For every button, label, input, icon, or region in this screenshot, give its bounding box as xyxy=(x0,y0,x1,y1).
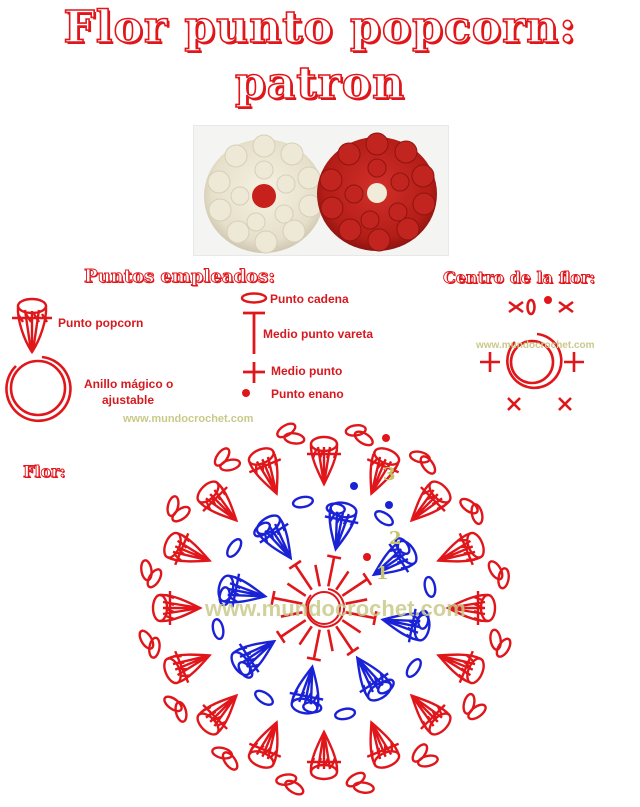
center-diagram xyxy=(480,298,584,411)
popcorn-stitch xyxy=(151,591,203,625)
chain-stitch xyxy=(411,743,429,763)
legend-label-chain: Punto cadena xyxy=(270,292,349,306)
chain-stitch xyxy=(166,495,180,518)
chain-stitch xyxy=(489,628,502,651)
round-label-1: 1 xyxy=(376,563,389,584)
chain-stitch xyxy=(254,689,274,706)
chain-stitch xyxy=(291,495,314,509)
popcorn-stitch xyxy=(163,531,212,566)
chain-stitch xyxy=(459,497,479,515)
popcorn-stitch xyxy=(289,664,324,715)
chain-stitch xyxy=(374,510,394,527)
flower-watermark: www.mundocrochet.com xyxy=(205,596,466,621)
popcorn-stitch xyxy=(307,435,341,487)
popcorn-stitch xyxy=(163,650,212,685)
chain-stitch xyxy=(462,692,476,715)
chain-stitch xyxy=(344,424,367,437)
chain-stitch xyxy=(275,773,298,786)
chain-stitch xyxy=(226,538,243,558)
page-title-line1: Flor punto popcorn: xyxy=(63,1,577,54)
legend-label-sc: Medio punto xyxy=(271,364,343,378)
round-label-2: 2 xyxy=(389,528,402,549)
flowers-photo xyxy=(193,125,449,256)
popcorn-stitch xyxy=(307,729,341,781)
popcorn-stitch xyxy=(436,531,485,566)
chain-stitch-icon xyxy=(240,292,268,304)
chain-stitch xyxy=(211,746,234,760)
popcorn-stitch xyxy=(324,501,359,552)
chain-stitch xyxy=(487,560,504,581)
slip-stitch-icon xyxy=(242,389,250,397)
legend-label-magic-ring: Anillo mágico o xyxy=(84,377,174,391)
single-crochet-icon xyxy=(243,362,265,383)
legend-label-magic-ring-2: ajustable xyxy=(102,393,155,407)
legend-label-slip: Punto enano xyxy=(271,387,344,401)
chain-stitch xyxy=(408,450,431,464)
legend-label-hdc: Medio punto vareta xyxy=(263,327,374,341)
popcorn-stitch xyxy=(255,514,293,561)
center-watermark: www.mundocrochet.com xyxy=(476,340,595,351)
popcorn-stitch xyxy=(196,480,239,523)
flower-heading: Flor: xyxy=(23,462,66,482)
popcorn-stitch xyxy=(247,447,282,496)
magic-ring-icon xyxy=(5,355,72,423)
chain-stitch xyxy=(405,658,422,678)
chain-stitch xyxy=(423,575,437,598)
popcorn-stitch xyxy=(409,480,452,523)
half-double-crochet-icon xyxy=(243,311,265,354)
popcorn-stitch xyxy=(355,655,393,702)
center-heading: Centro de la flor: xyxy=(443,268,596,288)
chain-stitch xyxy=(140,559,153,582)
chain-stitch xyxy=(334,707,357,721)
chain-stitch xyxy=(276,422,297,439)
chain-stitch xyxy=(138,629,155,650)
page-title-line2: patron xyxy=(234,57,406,110)
popcorn-stitch xyxy=(436,650,485,685)
legend-heading: Puntos empleados: xyxy=(84,266,276,288)
popcorn-stitch xyxy=(247,720,282,769)
popcorn-stitch xyxy=(366,447,401,496)
popcorn-stitch xyxy=(366,720,401,769)
popcorn-stitch-icon xyxy=(12,297,52,355)
legend-label-popcorn: Punto popcorn xyxy=(58,316,144,330)
popcorn-stitch xyxy=(196,693,239,736)
popcorn-stitch xyxy=(409,693,452,736)
chain-stitch xyxy=(163,695,183,713)
chain-stitch xyxy=(345,771,366,788)
legend-watermark: www.mundocrochet.com xyxy=(123,413,254,425)
popcorn-stitch xyxy=(230,639,277,677)
chain-stitch xyxy=(213,447,231,467)
round-label-3: 3 xyxy=(383,464,396,485)
